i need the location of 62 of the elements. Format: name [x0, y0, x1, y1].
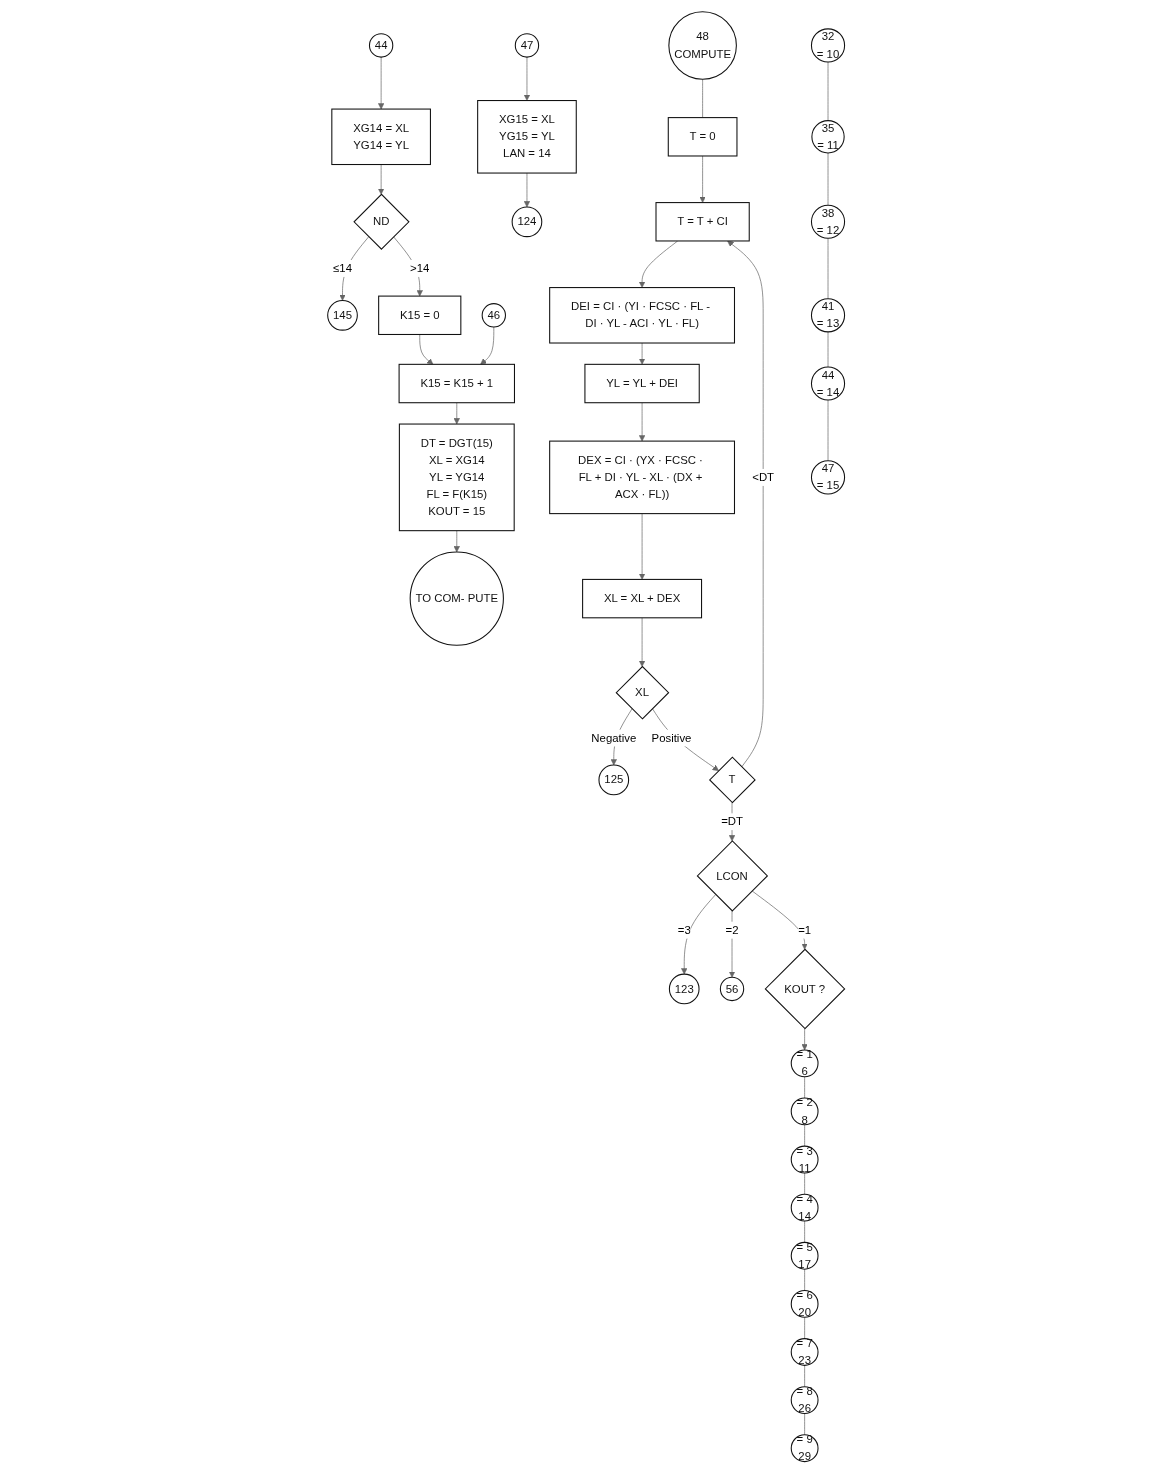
node-diamond: LCON [696, 840, 768, 912]
connector [804, 1076, 805, 1099]
node-circle: 48 COMPUTE [668, 11, 737, 80]
node-circle: 56 [719, 976, 745, 1002]
edge-label: Positive [651, 731, 692, 744]
node-box: K15 = 0 [377, 295, 462, 336]
connector [804, 1124, 805, 1147]
node-box: XG15 = XL YG15 = YL LAN = 14 [476, 100, 577, 174]
node-circle: 47 = 15 [810, 460, 845, 495]
node-circle: 38 = 12 [810, 204, 845, 239]
edge-label: ≤14 [332, 261, 352, 275]
node-box: YL = YL + DEI [584, 363, 700, 404]
node-diamond: ND [353, 193, 410, 250]
connector [702, 78, 703, 118]
node-box: DT = DGT(15) XL = XG14 YL = YG14 FL = F(K15) KOUT = 15 [398, 423, 515, 532]
edge-label: =DT [720, 815, 743, 828]
node-circle: 44 = 14 [810, 366, 845, 401]
node-diamond: KOUT ? [764, 948, 846, 1030]
node-box: XG14 = XL YG14 = YL [331, 108, 431, 166]
connector [827, 399, 829, 462]
node-circle: = 6 20 [790, 1289, 819, 1318]
edge-label: =2 [725, 923, 739, 936]
node-circle: 125 [598, 764, 629, 796]
node-circle: = 9 29 [790, 1434, 819, 1463]
node-circle: 35 = 11 [811, 120, 845, 154]
connector [804, 1220, 805, 1243]
edge-label: =1 [798, 923, 811, 936]
edge-label: =3 [677, 923, 691, 936]
node-circle: = 4 14 [790, 1193, 819, 1222]
connector [804, 1413, 805, 1436]
connector [827, 238, 829, 300]
node-circle: 145 [327, 299, 358, 331]
node-circle: = 1 6 [790, 1049, 819, 1078]
node-box: T = T + CI [655, 202, 750, 242]
edge-label: >14 [409, 261, 430, 275]
node-diamond: T [708, 756, 756, 804]
node-circle: 46 [481, 303, 506, 328]
connector [827, 331, 829, 368]
connector [804, 1172, 805, 1195]
node-diamond: XL [615, 665, 670, 720]
edge-label: <DT [752, 470, 774, 484]
node-circle: TO COM- PUTE [409, 551, 504, 646]
node-circle: = 8 26 [790, 1386, 819, 1415]
node-box: T = 0 [667, 117, 738, 157]
node-box: K15 = K15 + 1 [398, 363, 515, 404]
node-box: DEX = CI · (YX · FCSC · FL + DI · YL - XL · (DX + ACX · FL)) [549, 440, 735, 515]
node-box: XL = XL + DEX [581, 578, 702, 619]
node-circle: 124 [511, 206, 543, 238]
node-circle: = 5 17 [790, 1241, 819, 1270]
node-circle: 32 = 10 [810, 28, 845, 63]
node-circle: 47 [514, 33, 539, 58]
connector [827, 152, 829, 206]
connector [804, 1365, 805, 1388]
connector [804, 1316, 805, 1339]
connector [827, 61, 829, 122]
connector [804, 1268, 805, 1291]
node-circle: 123 [668, 973, 700, 1005]
node-circle: = 2 8 [790, 1097, 819, 1126]
edge-label: Negative [591, 731, 637, 744]
node-circle: 41 = 13 [810, 298, 845, 333]
node-box: DEI = CI · (YI · FCSC · FL - DI · YL - ACI · YL · FL) [549, 287, 735, 344]
node-circle: 44 [368, 33, 394, 58]
